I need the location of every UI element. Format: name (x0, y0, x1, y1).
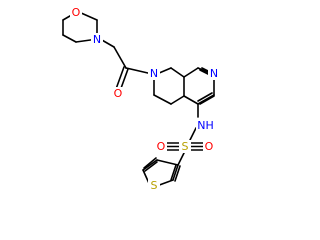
atom-sulfonyl-s: S (179, 140, 191, 153)
bond-line (174, 165, 181, 182)
bond-line (157, 67, 172, 75)
bond-line (188, 127, 197, 143)
bond-line (125, 67, 151, 75)
svg-text:S: S (182, 140, 189, 153)
bond-line (113, 46, 127, 69)
bond-line (153, 94, 172, 105)
bond-line (115, 66, 125, 90)
bond-line (177, 150, 186, 166)
atom-pyridine-n: N (208, 67, 220, 80)
svg-text:O: O (114, 87, 123, 100)
bond-line (144, 161, 158, 172)
bond-line (172, 164, 179, 181)
svg-text:N: N (210, 67, 218, 80)
bond-line (199, 95, 215, 105)
bond-line (170, 67, 185, 78)
bond-line (143, 157, 157, 169)
svg-text:O: O (205, 140, 214, 153)
bond-line (100, 38, 115, 48)
svg-text:N: N (93, 33, 101, 46)
atom-sulfonamide-nh: NH (196, 119, 215, 132)
atom-labels: O N O N N NH S O (70, 6, 220, 192)
atom-carbonyl-o: O (112, 87, 124, 100)
bond-line (197, 92, 213, 102)
atom-morpholine-o: O (70, 6, 82, 19)
bond-line (79, 11, 98, 21)
atom-sulfonyl-o-right: O (203, 140, 215, 153)
bond-line (170, 164, 177, 181)
atom-sulfonyl-o-left: O (155, 140, 167, 153)
bond-line (197, 94, 215, 105)
bond-line (157, 179, 174, 187)
bond-line (170, 95, 185, 105)
atom-morpholine-n: N (91, 33, 103, 46)
bonds (62, 11, 215, 187)
svg-text:O: O (157, 140, 166, 153)
svg-text:O: O (72, 6, 81, 19)
bond-line (183, 67, 199, 78)
bond-line (142, 159, 158, 171)
atom-ring-n-amide: N (148, 67, 160, 80)
svg-text:S: S (151, 179, 158, 192)
bond-line (62, 34, 77, 43)
bond-line (183, 95, 199, 105)
svg-text:N: N (150, 67, 158, 80)
bond-line (156, 159, 179, 166)
molecule-diagram: O N O N N NH S O (62, 6, 220, 192)
svg-text:NH: NH (197, 119, 214, 132)
atom-thiophene-s: S (148, 179, 160, 192)
